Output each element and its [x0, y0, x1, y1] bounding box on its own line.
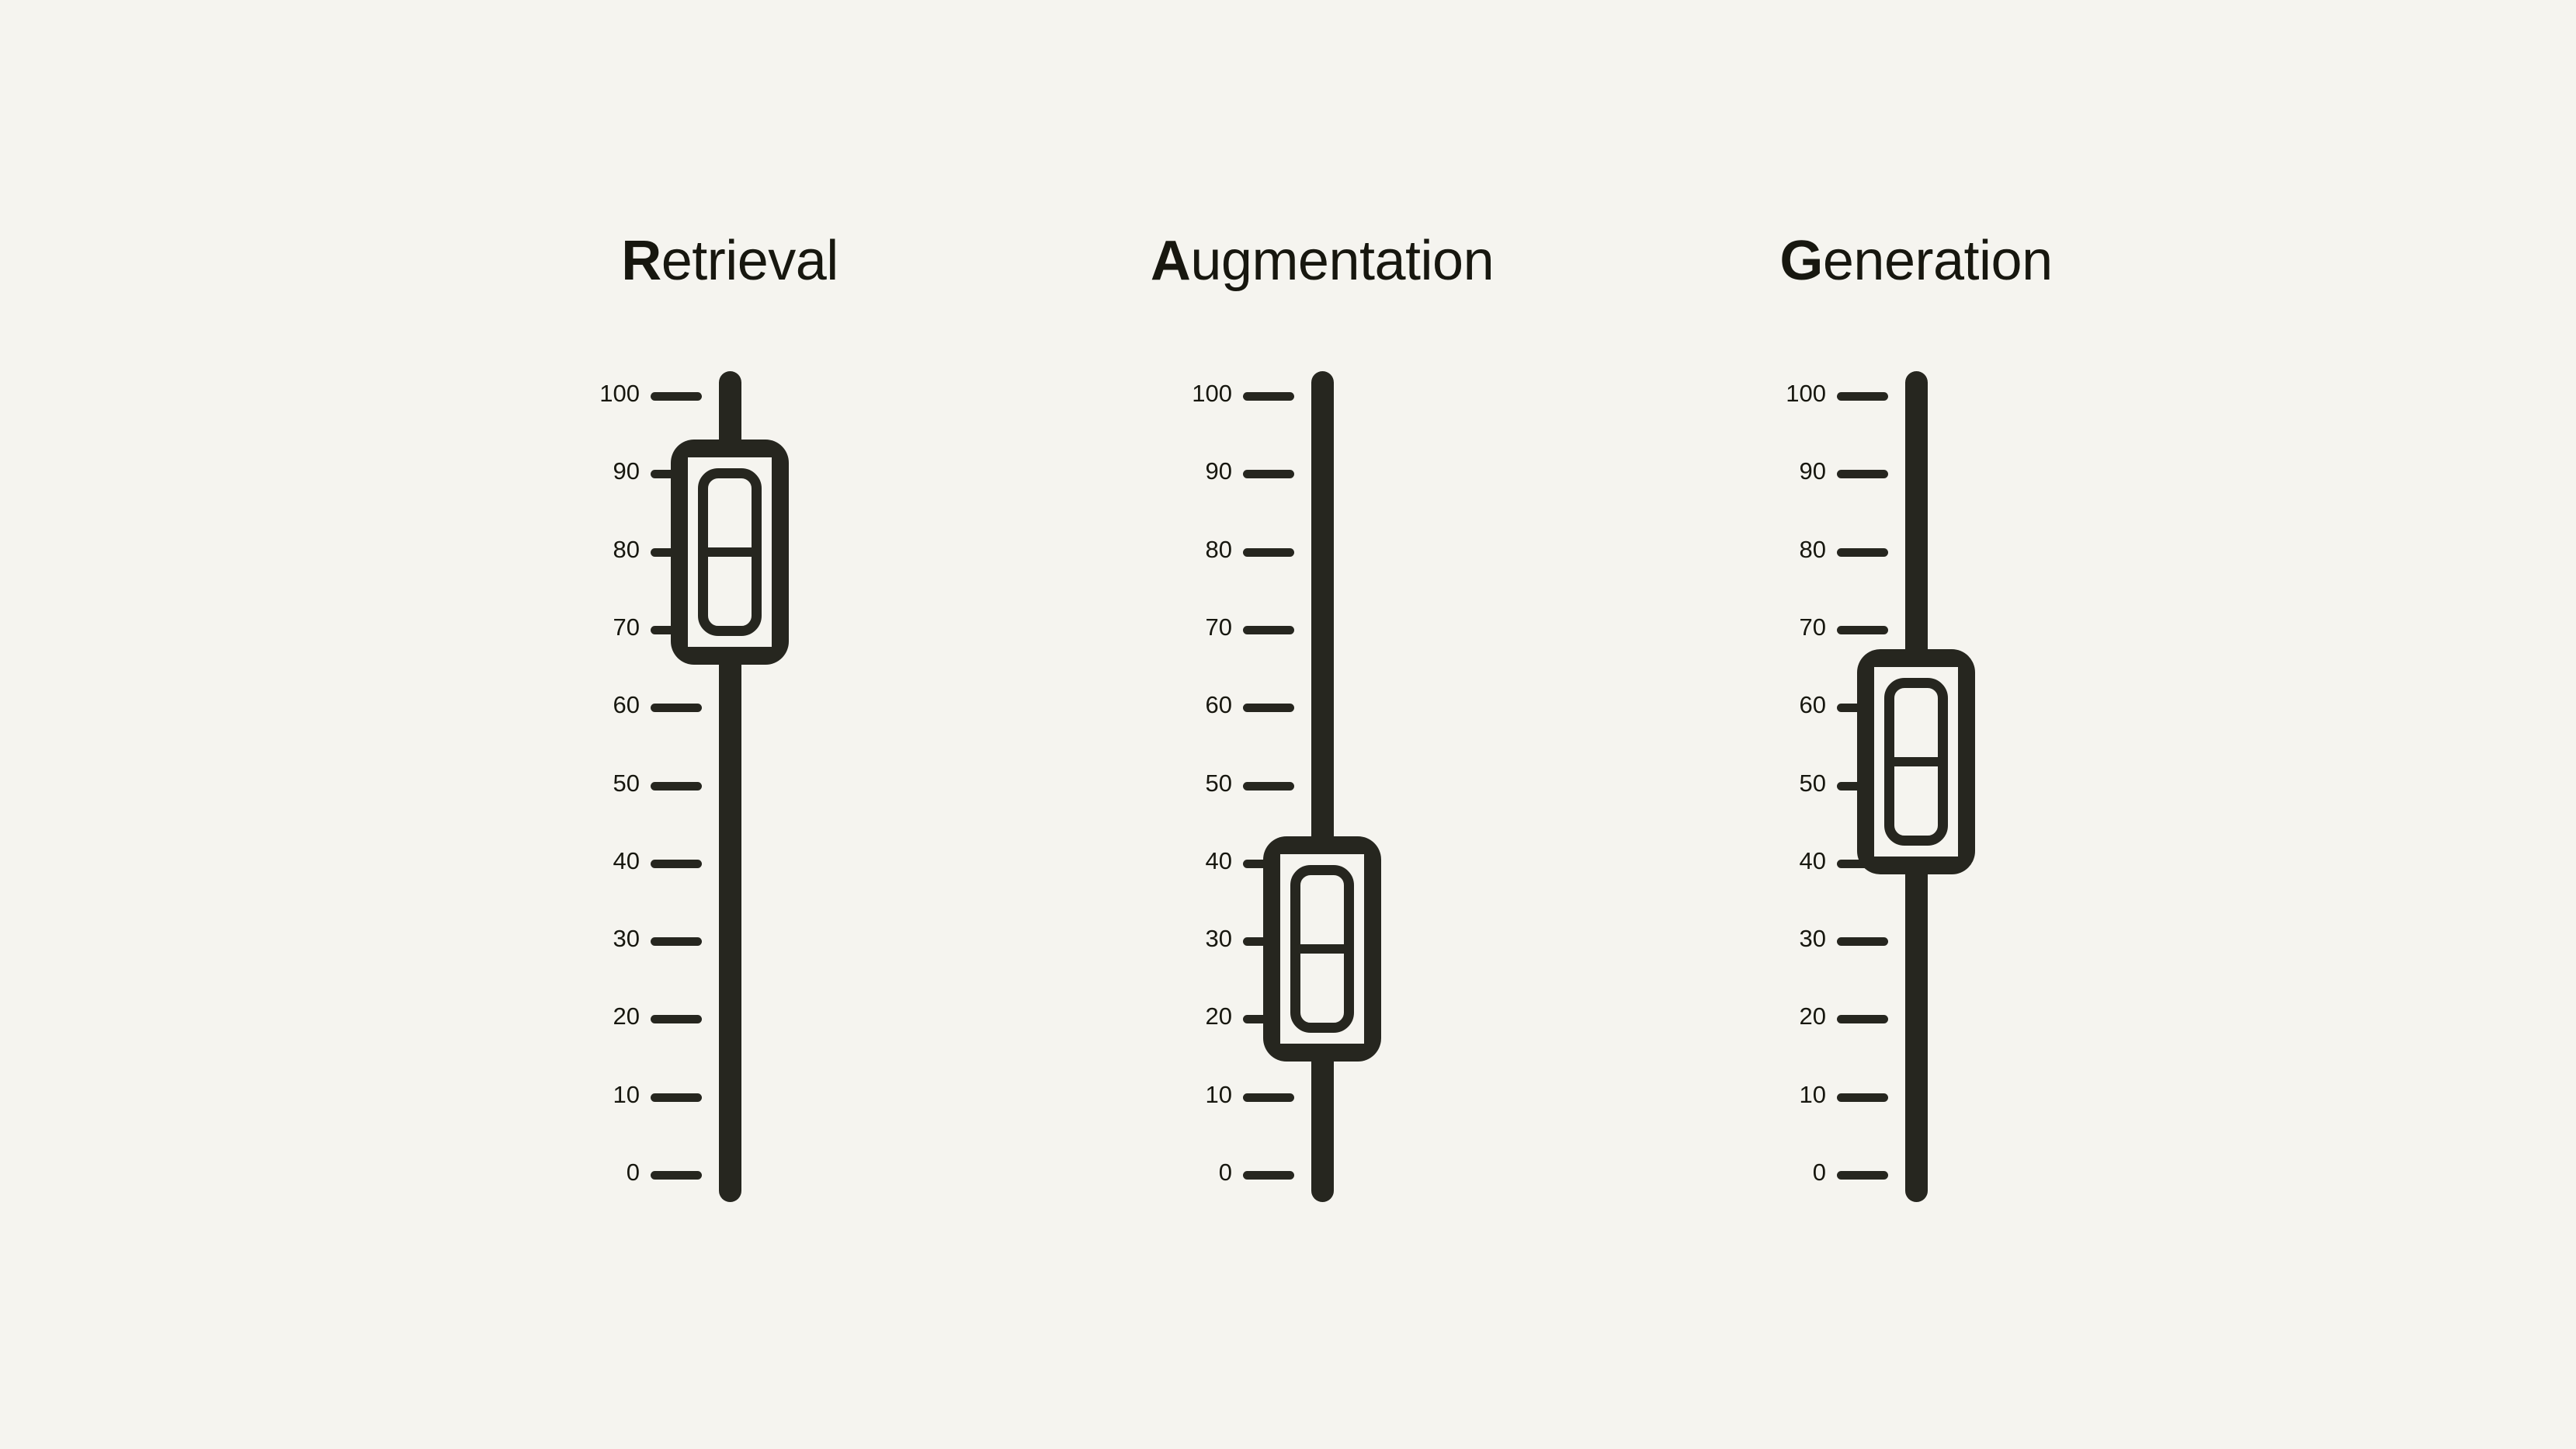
scale-tick-label: 90 — [1205, 457, 1232, 485]
scale-tick-label: 40 — [613, 846, 640, 874]
scale-tick-label: 70 — [1799, 613, 1826, 641]
scale-tick-mark — [651, 781, 702, 791]
scale-tick-mark — [651, 1171, 702, 1180]
scale-tick-mark — [651, 1015, 702, 1024]
scale-tick-label: 100 — [599, 380, 640, 407]
scale-tick-label: 90 — [613, 457, 640, 485]
scale-tick-mark — [1837, 625, 1888, 634]
scale-tick-mark — [651, 704, 702, 713]
fader-title-initial: G — [1779, 230, 1823, 292]
scale-tick-mark — [1837, 937, 1888, 947]
scale-tick-mark — [1243, 704, 1294, 713]
scale-tick-mark — [1243, 392, 1294, 401]
scale-tick-mark — [651, 859, 702, 868]
scale-tick-mark — [1837, 1093, 1888, 1102]
fader-thumb-window — [688, 457, 772, 647]
fader-thumb-generation[interactable] — [1857, 649, 1975, 875]
fader-title-initial: A — [1150, 230, 1191, 292]
scale-tick-label: 80 — [1205, 535, 1232, 563]
scale-tick-label: 50 — [613, 769, 640, 797]
scale-tick-label: 30 — [1799, 925, 1826, 953]
scale-tick-label: 10 — [1799, 1080, 1826, 1108]
scale-tick-mark — [1243, 781, 1294, 791]
scale-tick-mark — [1243, 1171, 1294, 1180]
scale-tick-label: 80 — [613, 535, 640, 563]
scale-tick-label: 0 — [1218, 1159, 1232, 1186]
scale-tick-label: 70 — [1205, 613, 1232, 641]
fader-thumb-indicator-line — [703, 547, 757, 557]
scale-tick-mark — [1243, 625, 1294, 634]
scale-tick-label: 30 — [1205, 925, 1232, 953]
scale-tick-mark — [1837, 1015, 1888, 1024]
scale-tick-label: 20 — [1799, 1002, 1826, 1030]
scale-tick-label: 50 — [1799, 769, 1826, 797]
scale-tick-label: 100 — [1192, 380, 1232, 407]
scale-tick-mark — [1837, 392, 1888, 401]
fader-thumb-window — [1874, 667, 1958, 857]
fader-title-rest: ugmentation — [1190, 230, 1495, 292]
scale-tick-mark — [651, 937, 702, 947]
scale-tick-label: 30 — [613, 925, 640, 953]
fader-title-rest: etrieval — [661, 230, 839, 292]
scale-tick-label: 60 — [1799, 691, 1826, 719]
fader-title-generation: Generation — [1567, 233, 2265, 289]
fader-thumb-window — [1280, 854, 1364, 1044]
fader-thumb-indicator-line — [1889, 757, 1943, 767]
fader-title-rest: eneration — [1822, 230, 2053, 292]
scale-tick-mark — [1243, 470, 1294, 479]
scale-tick-mark — [651, 1093, 702, 1102]
scale-tick-label: 40 — [1799, 846, 1826, 874]
fader-thumb-inner — [1884, 678, 1948, 846]
fader-title-initial: R — [621, 230, 661, 292]
scale-tick-label: 20 — [1205, 1002, 1232, 1030]
fader-thumb-augmentation[interactable] — [1263, 836, 1381, 1062]
scale-tick-label: 70 — [613, 613, 640, 641]
scale-tick-mark — [1243, 547, 1294, 557]
scale-tick-label: 80 — [1799, 535, 1826, 563]
scale-tick-label: 60 — [613, 691, 640, 719]
scale-tick-mark — [1837, 1171, 1888, 1180]
fader-track-augmentation[interactable] — [1311, 371, 1334, 1202]
fader-thumb-inner — [698, 467, 762, 636]
scale-tick-mark — [651, 392, 702, 401]
scale-tick-label: 100 — [1786, 380, 1826, 407]
scale-tick-label: 0 — [626, 1159, 640, 1186]
scale-tick-label: 40 — [1205, 846, 1232, 874]
scale-tick-label: 10 — [613, 1080, 640, 1108]
scale-tick-mark — [1837, 547, 1888, 557]
scale-tick-mark — [1243, 1093, 1294, 1102]
scale-tick-mark — [1837, 470, 1888, 479]
scale-tick-label: 20 — [613, 1002, 640, 1030]
scale-tick-label: 0 — [1812, 1159, 1826, 1186]
scale-tick-label: 90 — [1799, 457, 1826, 485]
fader-thumb-indicator-line — [1295, 944, 1349, 954]
scale-tick-label: 50 — [1205, 769, 1232, 797]
fader-title-augmentation: Augmentation — [973, 233, 1672, 289]
scale-tick-label: 60 — [1205, 691, 1232, 719]
fader-title-retrieval: Retrieval — [380, 233, 1079, 289]
scale-tick-label: 10 — [1205, 1080, 1232, 1108]
fader-thumb-retrieval[interactable] — [671, 439, 789, 665]
fader-thumb-inner — [1290, 865, 1354, 1034]
